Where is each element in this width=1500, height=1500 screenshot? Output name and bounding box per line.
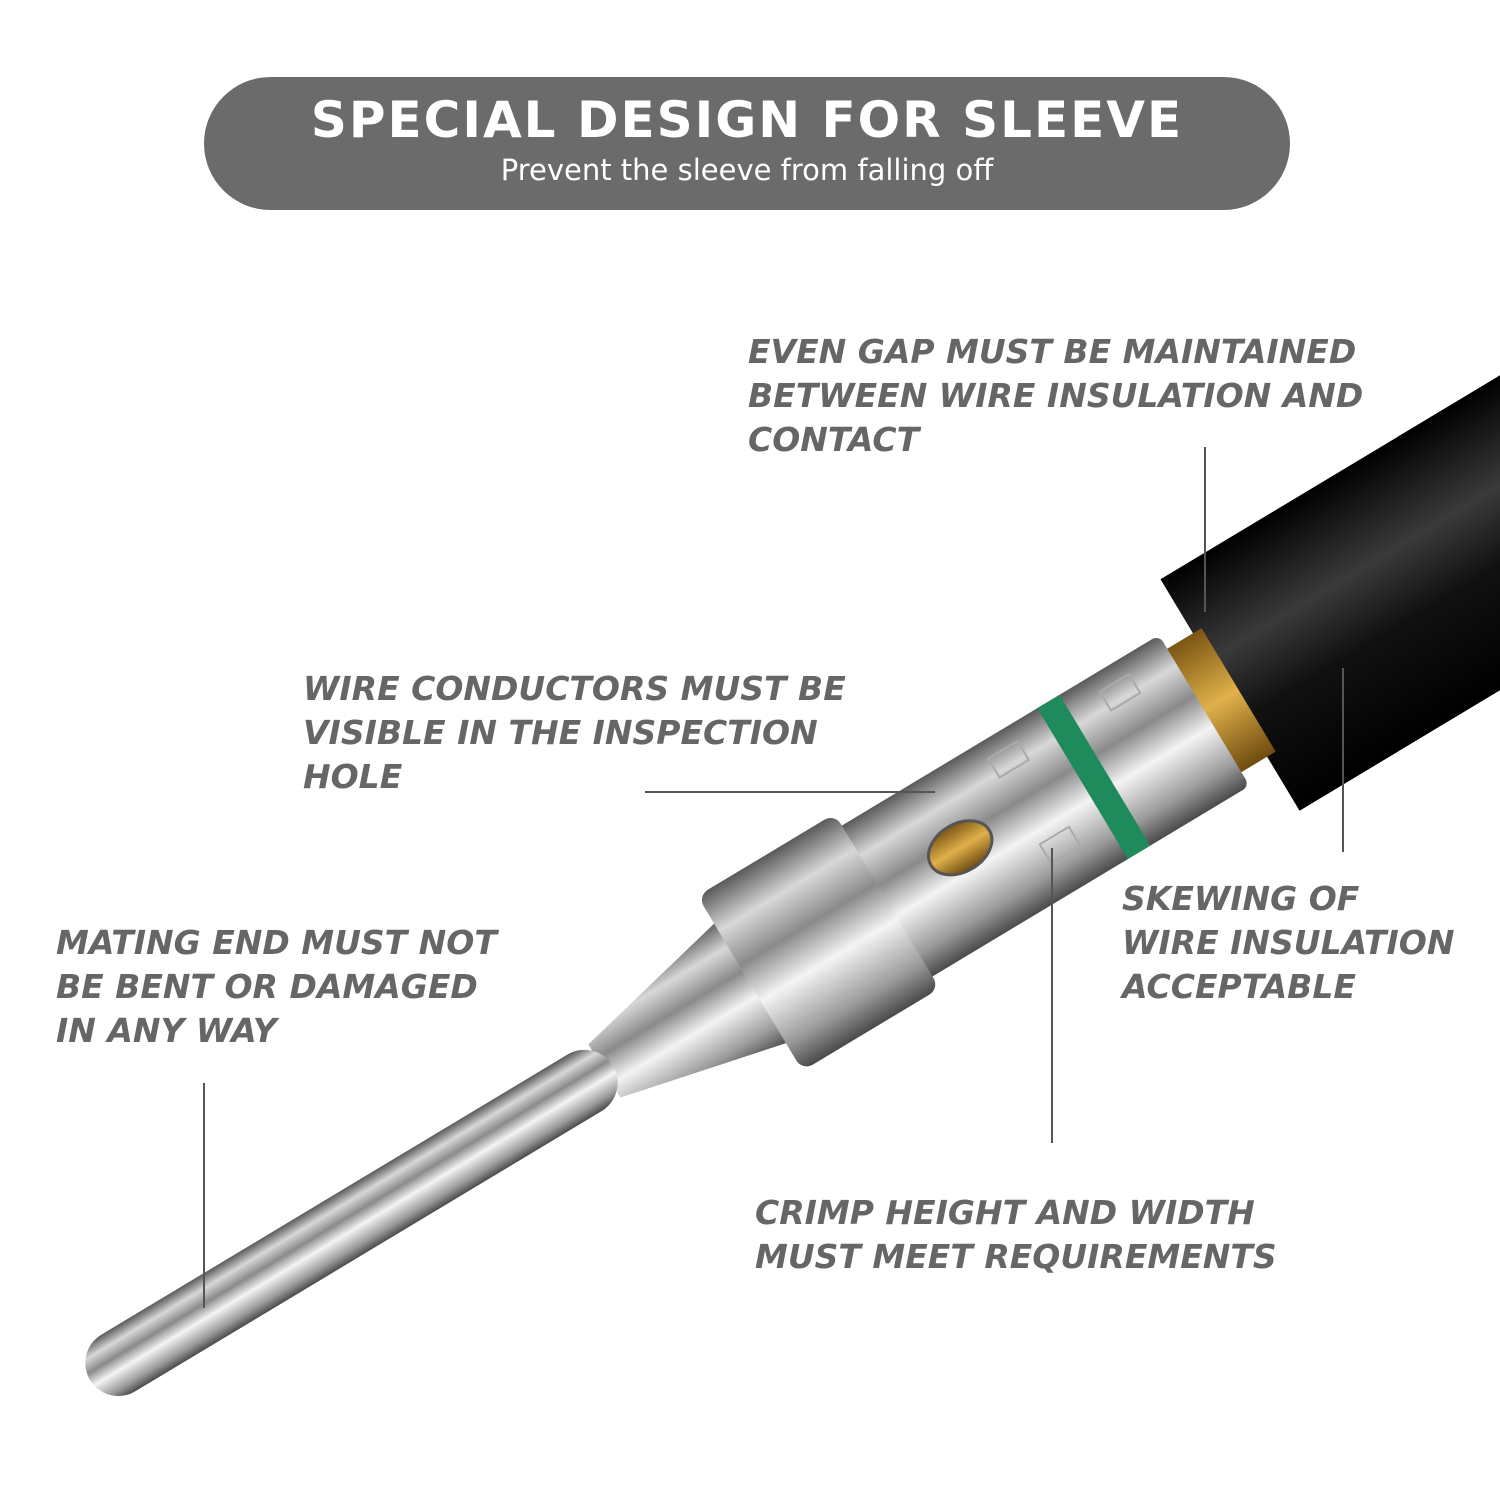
callout-line: WIRE CONDUCTORS MUST BE [303,669,846,708]
callout-skewing: SKEWING OF WIRE INSULATION ACCEPTABLE [1122,877,1454,1009]
callout-line: ACCEPTABLE [1122,967,1356,1006]
callout-line: BE BENT OR DAMAGED [56,967,478,1006]
inspection-hole [927,819,994,877]
callout-line: SKEWING OF [1122,879,1360,918]
callout-line: CRIMP HEIGHT AND WIDTH [755,1193,1255,1232]
callout-line: EVEN GAP MUST BE MAINTAINED [748,332,1357,371]
banner-title: SPECIAL DESIGN FOR SLEEVE [310,91,1184,149]
callout-line: HOLE [303,757,403,796]
mating-pin [85,1049,618,1397]
banner-subtitle: Prevent the sleeve from falling off [500,153,994,187]
wire-conductor [1150,628,1276,783]
callout-line: VISIBLE IN THE INSPECTION [303,713,818,752]
crimp-barrel [836,637,1247,979]
callout-line: MATING END MUST NOT [56,923,497,962]
callout-mating-end: MATING END MUST NOT BE BENT OR DAMAGED I… [56,921,497,1053]
callout-line: IN ANY WAY [56,1011,277,1050]
sleeve-collar [701,818,936,1067]
color-band [1037,694,1151,860]
callout-line: MUST MEET REQUIREMENTS [755,1237,1277,1276]
callout-line: CONTACT [748,420,920,459]
callout-line: WIRE INSULATION [1122,923,1455,962]
callout-even-gap: EVEN GAP MUST BE MAINTAINED BETWEEN WIRE… [748,330,1363,462]
callout-crimp: CRIMP HEIGHT AND WIDTH MUST MEET REQUIRE… [755,1191,1277,1279]
leader-lines [203,447,1344,1308]
callout-wire-conductors: WIRE CONDUCTORS MUST BE VISIBLE IN THE I… [303,667,846,799]
header-banner: SPECIAL DESIGN FOR SLEEVE Prevent the sl… [204,77,1290,210]
wire-insulation [1160,321,1500,811]
callout-line: BETWEEN WIRE INSULATION AND [748,376,1364,415]
